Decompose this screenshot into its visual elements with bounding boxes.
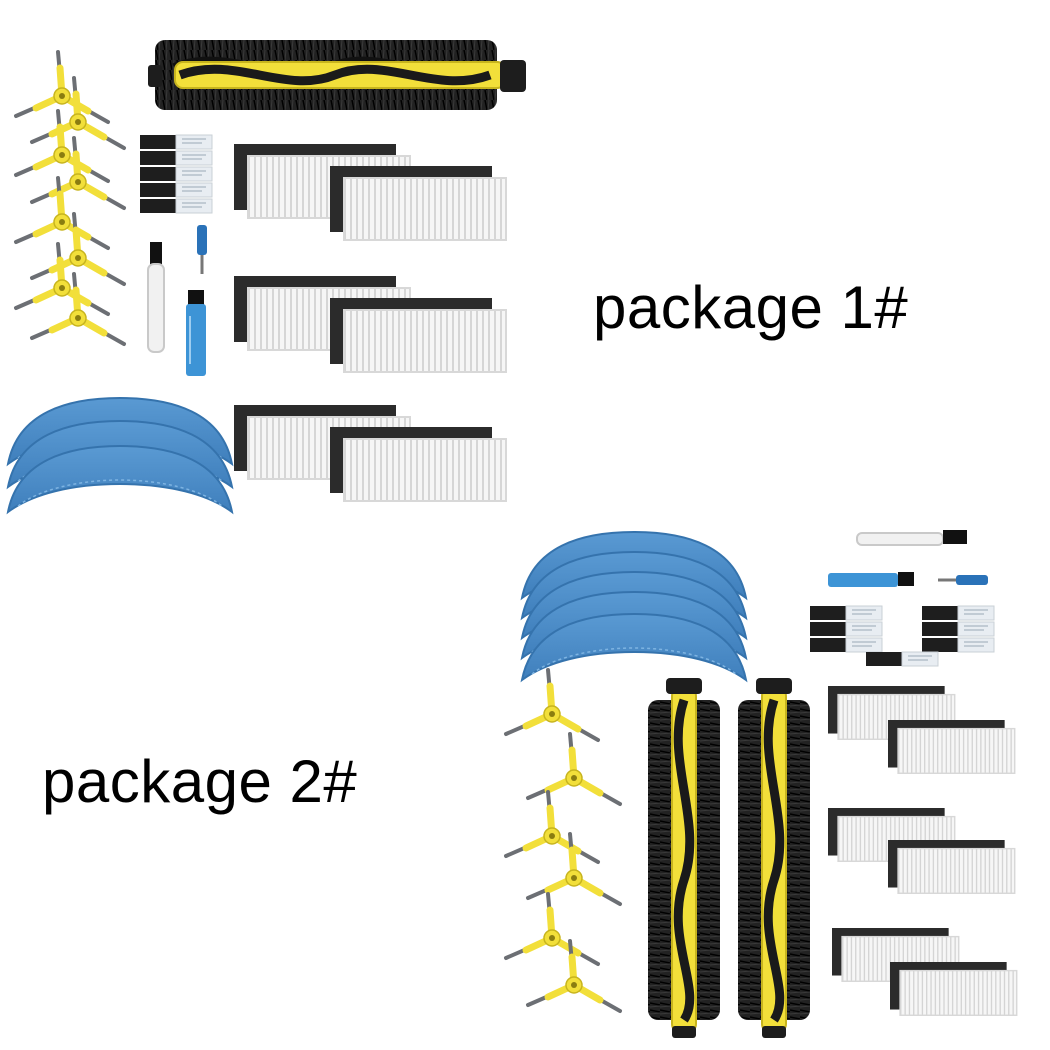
side-brush-icon — [506, 670, 620, 1011]
filter-set-icon — [233, 143, 507, 502]
package-2-label: package 2# — [42, 748, 358, 815]
mop-pad-icon — [7, 397, 233, 513]
main-roller-brush-icon — [738, 678, 810, 1038]
package-1-label: package 1# — [593, 274, 909, 341]
main-roller-brush-icon — [648, 678, 720, 1038]
package-2-items — [506, 530, 1018, 1038]
screwdriver-icon — [197, 225, 207, 274]
adhesive-pad-icon — [139, 134, 213, 214]
main-roller-brush-icon — [148, 40, 526, 110]
screwdriver-icon — [938, 575, 988, 585]
side-brush-icon — [16, 52, 124, 344]
cutting-brush-tool-icon — [828, 572, 914, 587]
cleaning-brush-tool-icon — [856, 530, 967, 546]
mop-pad-icon — [521, 531, 747, 681]
filter-set-icon — [827, 685, 1018, 1016]
adhesive-pad-icon — [809, 605, 995, 667]
cutting-brush-tool-icon — [186, 290, 206, 376]
cleaning-brush-tool-icon — [147, 242, 165, 353]
package-1-items — [7, 40, 526, 513]
